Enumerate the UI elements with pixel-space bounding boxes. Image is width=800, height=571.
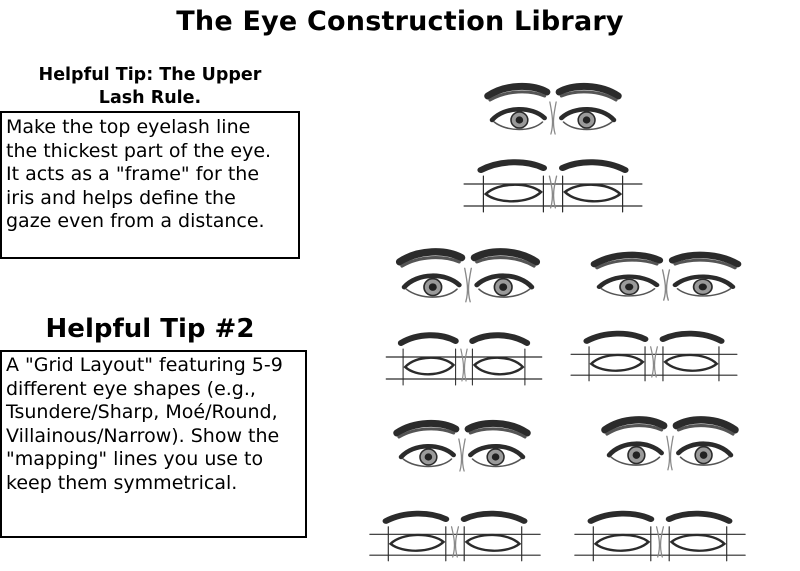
eye-sample-soft-mapped bbox=[370, 514, 540, 561]
eye-sample-narrow-mapped bbox=[575, 514, 745, 561]
tip1-box: Make the top eyelash line the thickest p… bbox=[0, 111, 300, 259]
page-title: The Eye Construction Library bbox=[176, 6, 624, 37]
eye-sample-narrow-finished bbox=[605, 420, 735, 470]
eye-sample-top-finished bbox=[488, 86, 618, 134]
eye-sample-round-finished bbox=[400, 252, 536, 302]
tip1-body: Make the top eyelash line the thickest p… bbox=[6, 116, 272, 232]
eye-sample-soft-finished bbox=[397, 423, 527, 471]
tip2-box: A "Grid Layout" featuring 5-9 different … bbox=[0, 350, 307, 538]
tip1-heading: Helpful Tip: The Upper Lash Rule. bbox=[38, 65, 262, 108]
tip2-heading: Helpful Tip #2 bbox=[45, 314, 255, 344]
tip2-body: A "Grid Layout" featuring 5-9 different … bbox=[6, 354, 283, 494]
eye-sample-sharp-mapped bbox=[571, 334, 737, 381]
eye-sample-sharp-finished bbox=[595, 255, 738, 300]
eye-sample-round-mapped bbox=[386, 335, 541, 385]
eye-sample-top-mapped bbox=[464, 162, 642, 212]
